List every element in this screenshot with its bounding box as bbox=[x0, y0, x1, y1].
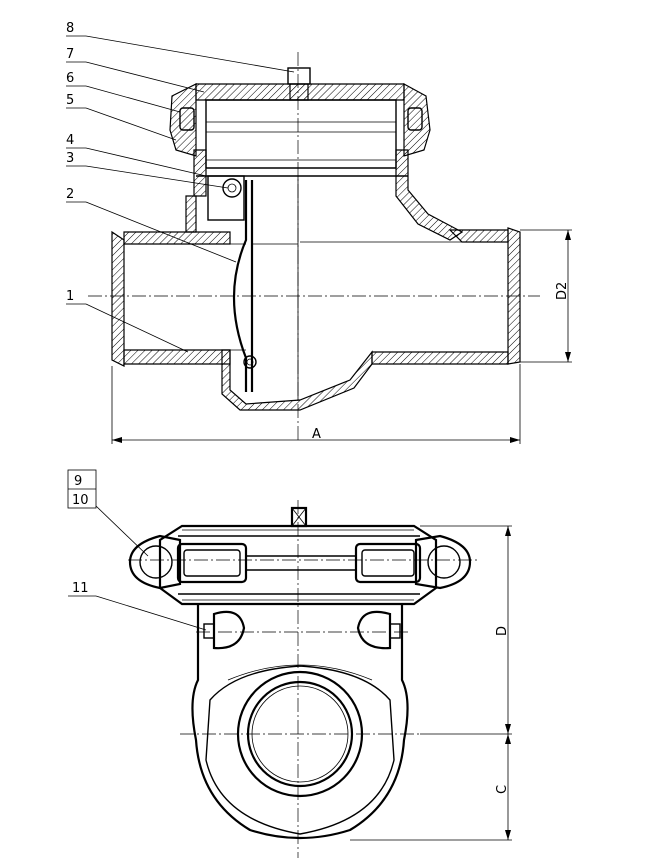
leader-11: 11 bbox=[72, 581, 89, 596]
bore-outer bbox=[236, 670, 364, 798]
right-lower-wall bbox=[371, 351, 509, 365]
dim-label-C: C bbox=[495, 785, 510, 794]
leader-5: 5 bbox=[66, 93, 74, 108]
left-lower-wall bbox=[123, 349, 231, 365]
left-bonnet-wall bbox=[193, 149, 207, 197]
end-vent-plug bbox=[290, 506, 308, 528]
dim-label-D2: D2 bbox=[555, 282, 570, 300]
left-bolt bbox=[139, 545, 173, 579]
left-neck bbox=[185, 195, 197, 233]
left-clamp-block bbox=[176, 542, 248, 584]
right-bonnet-wall bbox=[395, 149, 464, 241]
leader-3: 3 bbox=[66, 151, 74, 166]
end-body-outline bbox=[191, 604, 409, 840]
plug-boss bbox=[289, 83, 309, 101]
left-side-port bbox=[212, 610, 246, 650]
hinge-bracket bbox=[207, 175, 245, 221]
cap-inner bbox=[205, 99, 397, 169]
left-pipe-end bbox=[111, 230, 125, 367]
lower-bowl bbox=[221, 349, 373, 411]
right-bolt bbox=[427, 545, 461, 579]
leader-9: 9 bbox=[74, 474, 82, 489]
right-lug bbox=[414, 534, 472, 590]
leader-7: 7 bbox=[66, 47, 74, 62]
right-pipe-end bbox=[507, 227, 521, 365]
leader-4: 4 bbox=[66, 133, 74, 148]
hinge-pin bbox=[222, 178, 242, 198]
bore-inner bbox=[246, 680, 354, 788]
dim-label-D: D bbox=[495, 626, 510, 636]
right-clamp-block bbox=[354, 542, 422, 584]
leader-2: 2 bbox=[66, 187, 74, 202]
dim-label-A: A bbox=[312, 427, 321, 442]
vent-plug bbox=[287, 67, 311, 85]
part-leaders-bottom: 9 10 11 bbox=[67, 469, 207, 631]
end-cap-outline bbox=[158, 524, 438, 606]
left-lug bbox=[128, 534, 182, 590]
leader-8: 8 bbox=[66, 21, 74, 36]
right-clamp bbox=[403, 82, 431, 157]
leader-6: 6 bbox=[66, 71, 74, 86]
part-leaders-top: 8 7 6 5 4 3 2 1 bbox=[66, 21, 295, 353]
right-side-port bbox=[356, 610, 392, 650]
swing-disc bbox=[232, 180, 248, 392]
section-view: A D2 8 7 6 5 4 3 2 1 bbox=[66, 21, 572, 444]
left-clamp bbox=[169, 83, 197, 157]
leader-10: 10 bbox=[72, 493, 89, 508]
leader-1: 1 bbox=[66, 289, 74, 304]
end-view: D C 9 10 11 bbox=[67, 469, 512, 858]
